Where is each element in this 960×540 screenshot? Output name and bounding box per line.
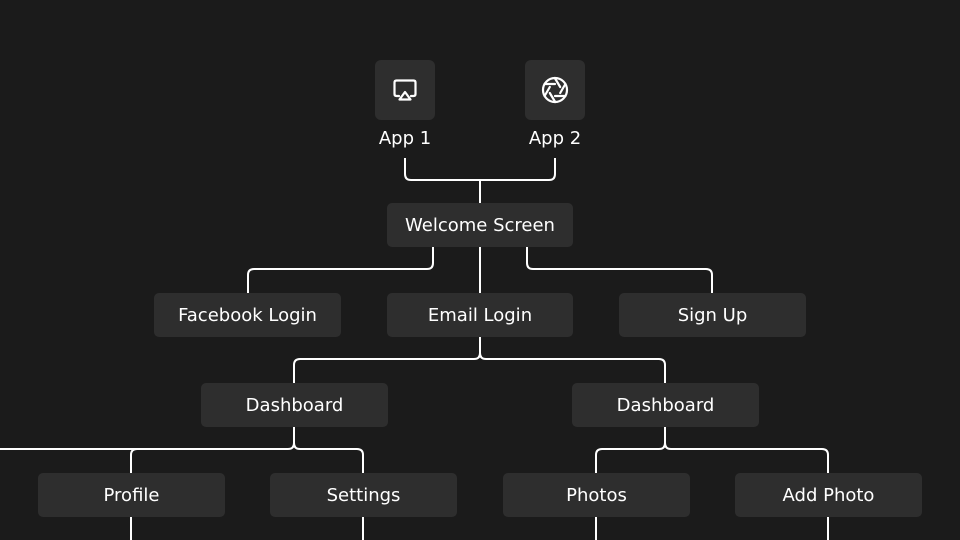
connector-dashboard-left-to-children bbox=[130, 427, 295, 473]
connector-email-to-dashboards bbox=[293, 337, 481, 383]
connector-welcome-to-facebook bbox=[247, 247, 434, 293]
node-dashboard-left[interactable]: Dashboard bbox=[201, 383, 388, 427]
connector-welcome-to-signup bbox=[526, 247, 713, 293]
connector-dashboard-right-to-children bbox=[595, 427, 666, 473]
app-2-label: App 2 bbox=[528, 128, 582, 149]
node-settings[interactable]: Settings bbox=[270, 473, 457, 517]
airplay-icon bbox=[393, 79, 417, 101]
aperture-icon bbox=[541, 76, 569, 104]
node-add-photo[interactable]: Add Photo bbox=[735, 473, 922, 517]
connector-dashboard-right-to-add-photo bbox=[664, 442, 829, 473]
node-facebook-login[interactable]: Facebook Login bbox=[154, 293, 341, 337]
node-profile[interactable]: Profile bbox=[38, 473, 225, 517]
node-photos[interactable]: Photos bbox=[503, 473, 690, 517]
connector-apps-to-welcome bbox=[404, 158, 556, 181]
node-sign-up[interactable]: Sign Up bbox=[619, 293, 806, 337]
app-1-tile[interactable] bbox=[375, 60, 435, 120]
node-dashboard-right[interactable]: Dashboard bbox=[572, 383, 759, 427]
app-2-tile[interactable] bbox=[525, 60, 585, 120]
connector-dashboard-left-to-settings bbox=[293, 442, 364, 473]
app-1-label: App 1 bbox=[378, 128, 432, 149]
connector-email-to-dashboard-right bbox=[479, 352, 666, 383]
node-welcome-screen[interactable]: Welcome Screen bbox=[387, 203, 573, 247]
node-email-login[interactable]: Email Login bbox=[387, 293, 573, 337]
